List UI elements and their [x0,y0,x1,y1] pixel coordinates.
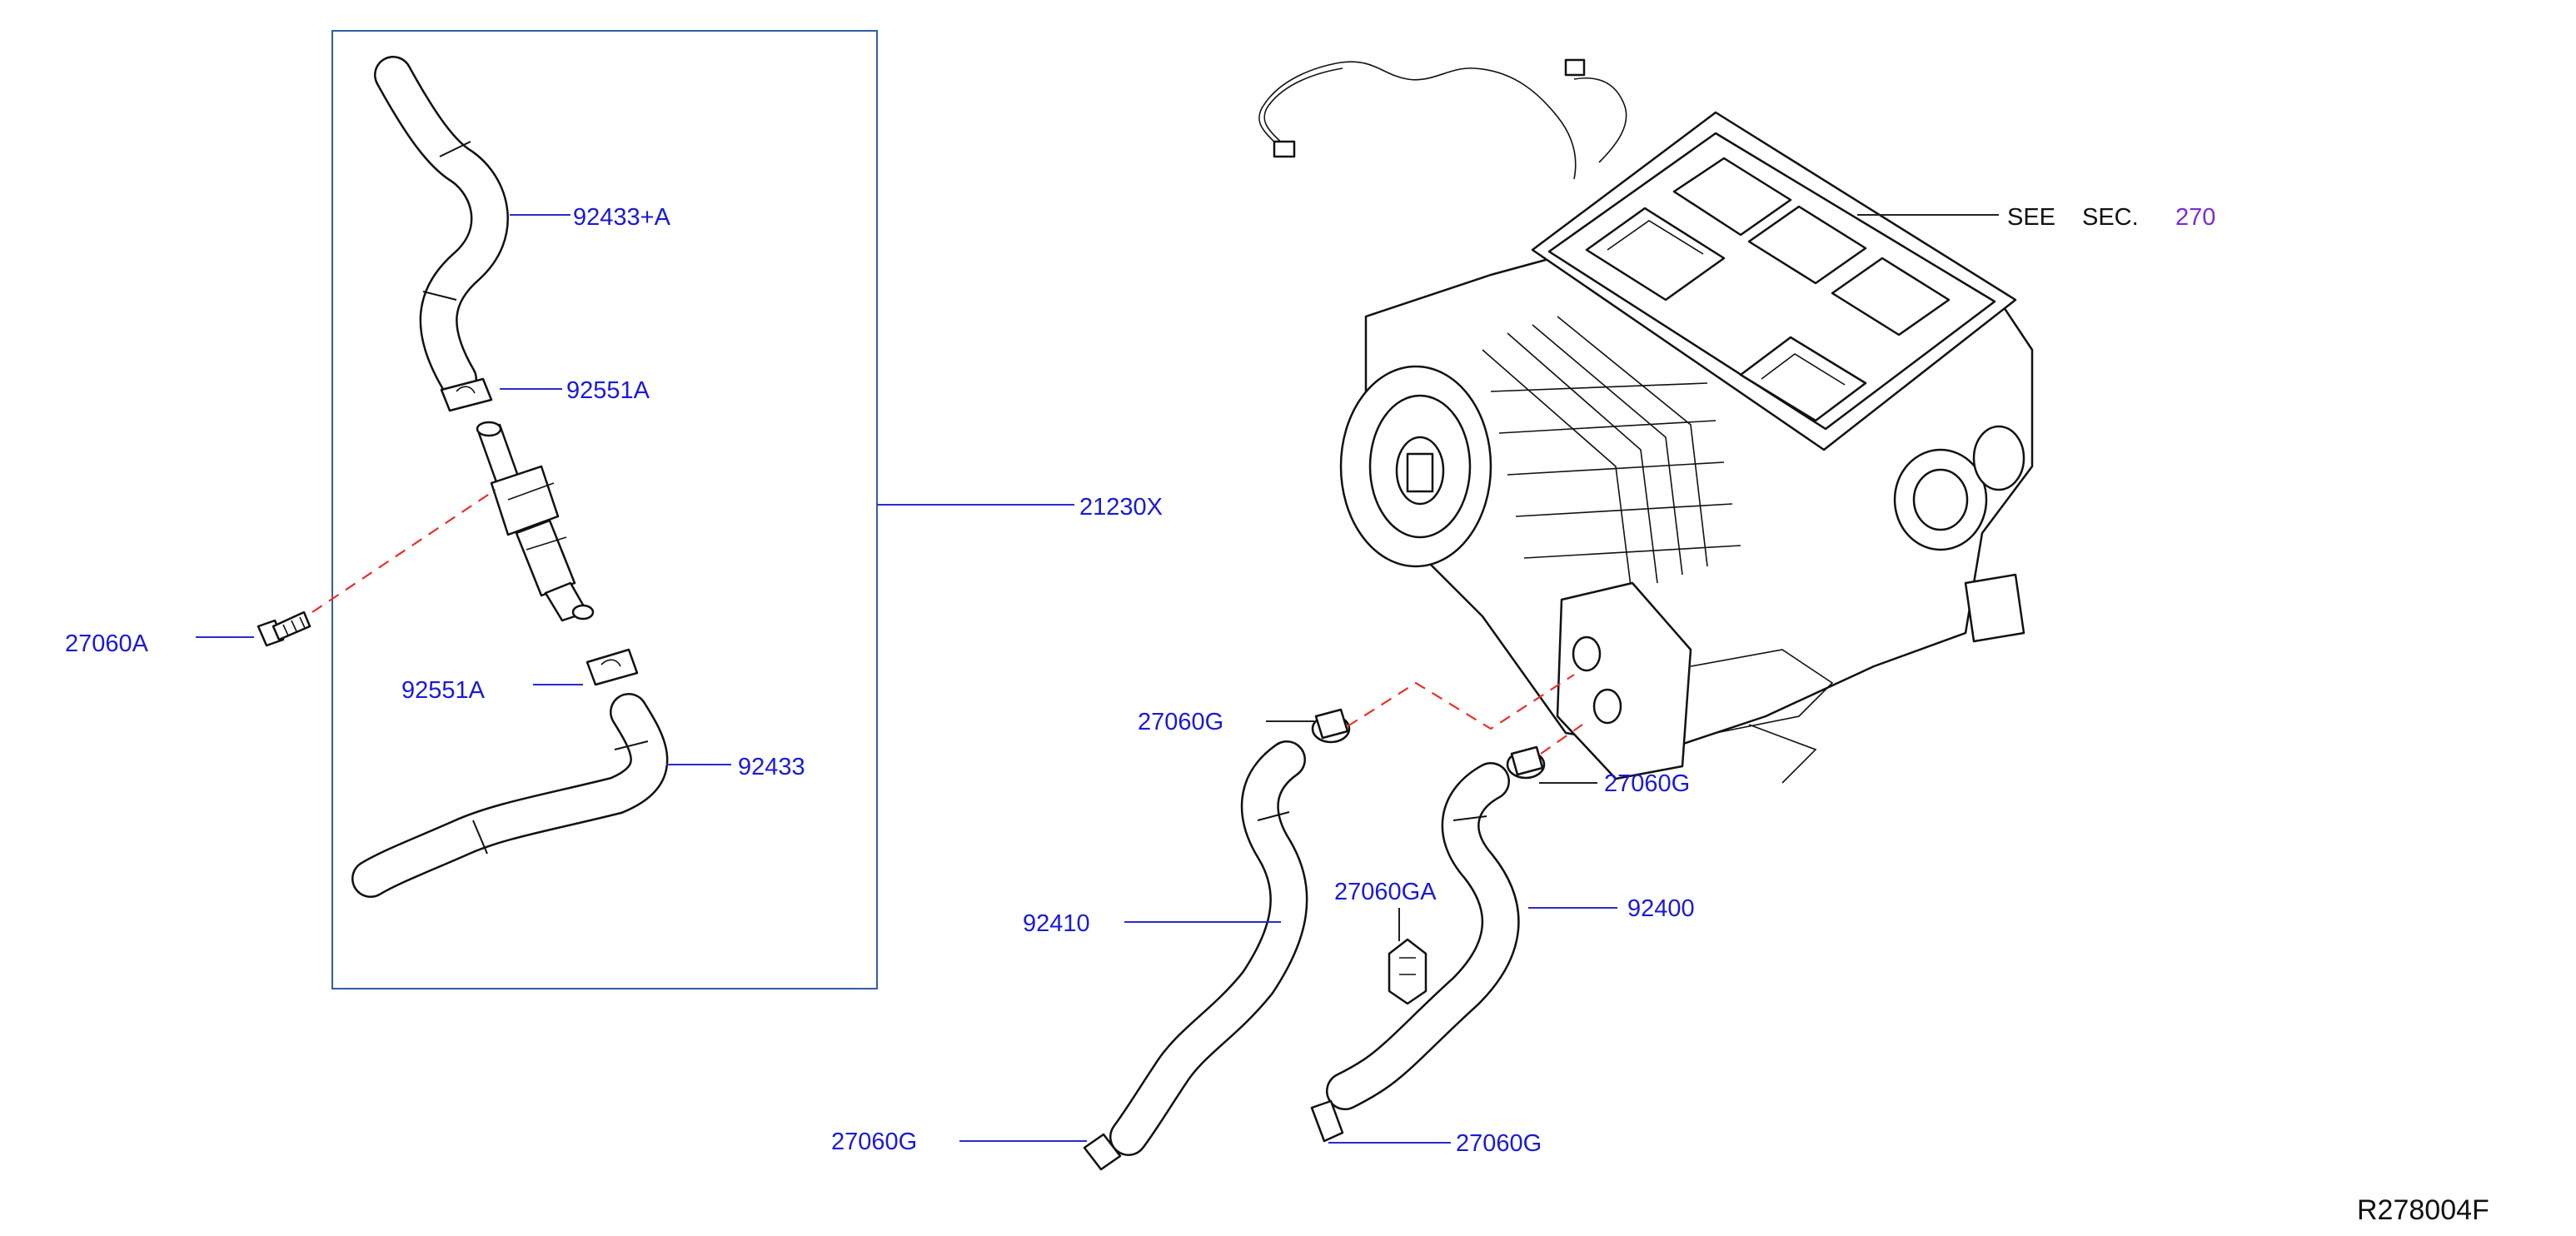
label-27060g-upper-left: 27060G [1138,709,1223,735]
clamp-92551a-upper[interactable] [440,377,493,412]
heater-unit [1258,58,2034,784]
hose-92410[interactable] [1109,740,1308,1156]
label-21230x: 21230X [1079,494,1163,521]
clamp-27060g-upper-left[interactable] [1311,708,1351,744]
label-92433: 92433 [738,754,805,780]
clamp-92551a-lower[interactable] [585,648,639,686]
water-valve[interactable] [476,421,595,622]
label-sec-270-link[interactable]: 270 [2175,204,2215,231]
diagram-reference-number: R278004F [2357,1194,2489,1226]
hose-92400[interactable] [1326,762,1520,1110]
label-27060g-bottom-left: 27060G [831,1129,917,1155]
label-27060ga: 27060GA [1334,879,1437,905]
label-27060a: 27060A [65,630,149,657]
clamp-27060g-bottom-right[interactable] [1310,1099,1344,1143]
hose-92433[interactable] [351,693,669,898]
label-27060g-bottom-right: 27060G [1456,1130,1542,1157]
hose-92433-a[interactable] [374,56,509,398]
clamp-27060g-bottom-left[interactable] [1083,1133,1122,1171]
label-27060g-upper-right: 27060G [1604,770,1690,797]
label-92551a-lower: 92551A [401,677,486,704]
label-92400: 92400 [1627,895,1695,922]
label-92410: 92410 [1023,910,1090,937]
label-92433-a: 92433+A [573,204,671,231]
clamp-27060g-upper-right[interactable] [1506,745,1546,780]
label-see: SEE [2007,204,2055,231]
clip-27060ga[interactable] [1388,938,1428,1005]
label-sec: SEC. [2082,204,2139,231]
bolt-27060a[interactable] [257,611,311,647]
label-92551a-upper: 92551A [566,377,650,404]
assembly-group-frame [331,30,878,989]
